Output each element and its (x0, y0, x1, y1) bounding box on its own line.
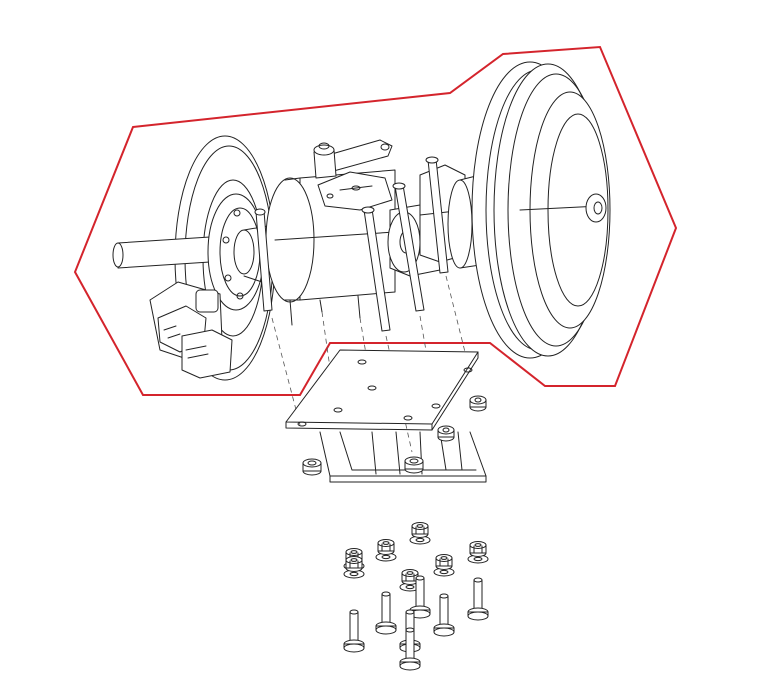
carriage-bolt (343, 609, 365, 653)
hex-nut-with-washer (375, 539, 397, 562)
hex-nut-with-washer (409, 522, 431, 545)
hex-nut-with-washer (343, 556, 365, 579)
gearbox-housing (265, 169, 396, 303)
hardware-nuts (343, 522, 489, 592)
mounting-bracket (285, 349, 487, 483)
hex-nut-with-washer (433, 554, 455, 577)
carriage-bolt (375, 591, 397, 635)
v-belt-pulley (447, 61, 611, 359)
hex-nut-with-washer (399, 569, 421, 592)
lever-arm (313, 139, 393, 179)
carriage-bolt (467, 577, 489, 621)
hex-nut-with-washer (467, 541, 489, 564)
bracket-nuts (302, 395, 487, 476)
axle-shaft (112, 236, 211, 269)
mounting-studs (254, 156, 449, 332)
brake-caliper (149, 281, 233, 379)
hardware-bolts (343, 575, 489, 671)
carriage-bolt (433, 593, 455, 637)
assembly-highlight-outline (73, 45, 678, 396)
carriage-bolt (399, 627, 421, 671)
